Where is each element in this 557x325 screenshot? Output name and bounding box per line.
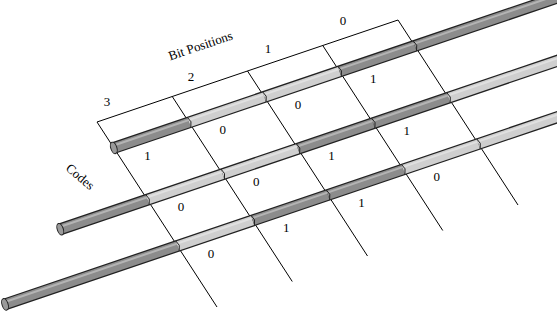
rod-end-cap (109, 141, 119, 154)
rod-segment (189, 97, 264, 123)
axis-title: Codes (63, 161, 96, 192)
rods (0, 0, 557, 311)
rod-segment (177, 220, 252, 246)
rod-segment (403, 144, 478, 170)
column-header: 2 (188, 70, 195, 83)
rod-segment (253, 195, 328, 221)
rod-segment (373, 98, 448, 124)
rod-segment (5, 246, 177, 304)
segment-joint (401, 164, 405, 174)
bit-value: 0 (434, 170, 441, 183)
column-header: 1 (265, 42, 272, 55)
rod-end-cap (56, 223, 66, 236)
code-rod (0, 112, 557, 311)
code-rod (56, 56, 557, 236)
axis-title: Bit Positions (166, 28, 233, 62)
segment-joint (447, 92, 451, 102)
rod-segment (264, 71, 339, 97)
segment-joint (263, 92, 267, 102)
segment-joint (146, 194, 150, 204)
bit-value: 1 (144, 149, 151, 162)
bit-value: 1 (283, 221, 290, 234)
segment-joint (251, 215, 255, 225)
segment-joint (176, 241, 180, 251)
rod-highlight (60, 56, 557, 227)
segment-joint (296, 143, 300, 153)
rod-segment (147, 174, 222, 200)
segment-joint (371, 118, 375, 128)
rod-segment (114, 122, 189, 147)
grid-lines (97, 20, 518, 307)
bit-value: 1 (370, 72, 377, 85)
rod-segment (340, 46, 415, 72)
rod-highlight (4, 112, 557, 302)
segment-joint (338, 66, 342, 76)
bit-value: 0 (178, 200, 185, 213)
rod-segment (60, 200, 147, 230)
segment-joint (413, 41, 417, 51)
column-header: 3 (104, 95, 111, 108)
rod-segment (223, 149, 298, 175)
segment-joint (187, 117, 191, 127)
bit-value: 0 (253, 175, 260, 188)
segment-joint (221, 169, 225, 179)
bit-value: 0 (219, 123, 226, 136)
column-header: 0 (340, 14, 347, 27)
bit-value: 0 (208, 247, 215, 260)
bit-value: 1 (358, 196, 365, 209)
rod-highlight (113, 0, 557, 146)
rod-segment (415, 0, 557, 46)
rod-outline (114, 0, 557, 148)
rod-end-cap (0, 298, 10, 311)
bit-value: 1 (404, 124, 411, 137)
rod-segment (298, 123, 373, 149)
bit-value: 0 (295, 98, 302, 111)
rod-segment (328, 169, 403, 195)
segment-joint (477, 139, 481, 149)
segment-joint (326, 190, 330, 200)
bit-value: 1 (328, 149, 335, 162)
